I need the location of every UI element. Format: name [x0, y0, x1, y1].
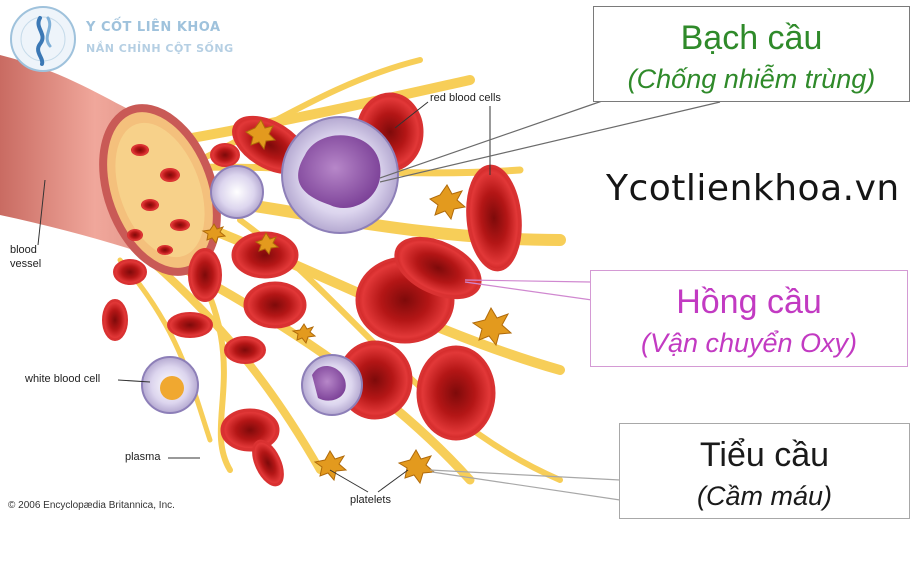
platelet-callout: Tiểu cầu (Cầm máu) [619, 423, 910, 519]
white-blood-cells [141, 116, 399, 416]
label-blood: blood [10, 244, 37, 256]
red-cell-callout: Hồng cầu (Vận chuyển Oxy) [590, 270, 908, 367]
label-red-blood-cells: red blood cells [430, 92, 501, 104]
leader-lines [37, 99, 721, 501]
label-plasma: plasma [125, 451, 161, 463]
clinic-logo [10, 6, 76, 72]
logo-title: Y CỐT LIÊN KHOA [86, 20, 221, 35]
website-text: Ycotlienkhoa.vn [606, 168, 900, 209]
red-cell-title: Hồng cầu [676, 283, 822, 321]
label-vessel: vessel [10, 258, 42, 270]
label-white-blood-cell: white blood cell [25, 373, 101, 385]
blood-vessel [0, 55, 221, 276]
white-cell-title: Bạch cầu [680, 19, 823, 57]
copyright-text: © 2006 Encyclopædia Britannica, Inc. [8, 500, 175, 511]
platelet-subtitle: (Cầm máu) [696, 481, 832, 511]
platelet-title: Tiểu cầu [699, 436, 830, 474]
platelets [201, 119, 513, 485]
red-blood-cells [102, 92, 522, 487]
logo-subtitle: NẮN CHỈNH CỘT SỐNG [86, 42, 234, 55]
white-cell-subtitle: (Chống nhiễm trùng) [627, 64, 876, 94]
red-cell-subtitle: (Vận chuyển Oxy) [640, 328, 858, 358]
white-cell-callout: Bạch cầu (Chống nhiễm trùng) [593, 6, 910, 102]
label-platelets: platelets [350, 494, 391, 506]
